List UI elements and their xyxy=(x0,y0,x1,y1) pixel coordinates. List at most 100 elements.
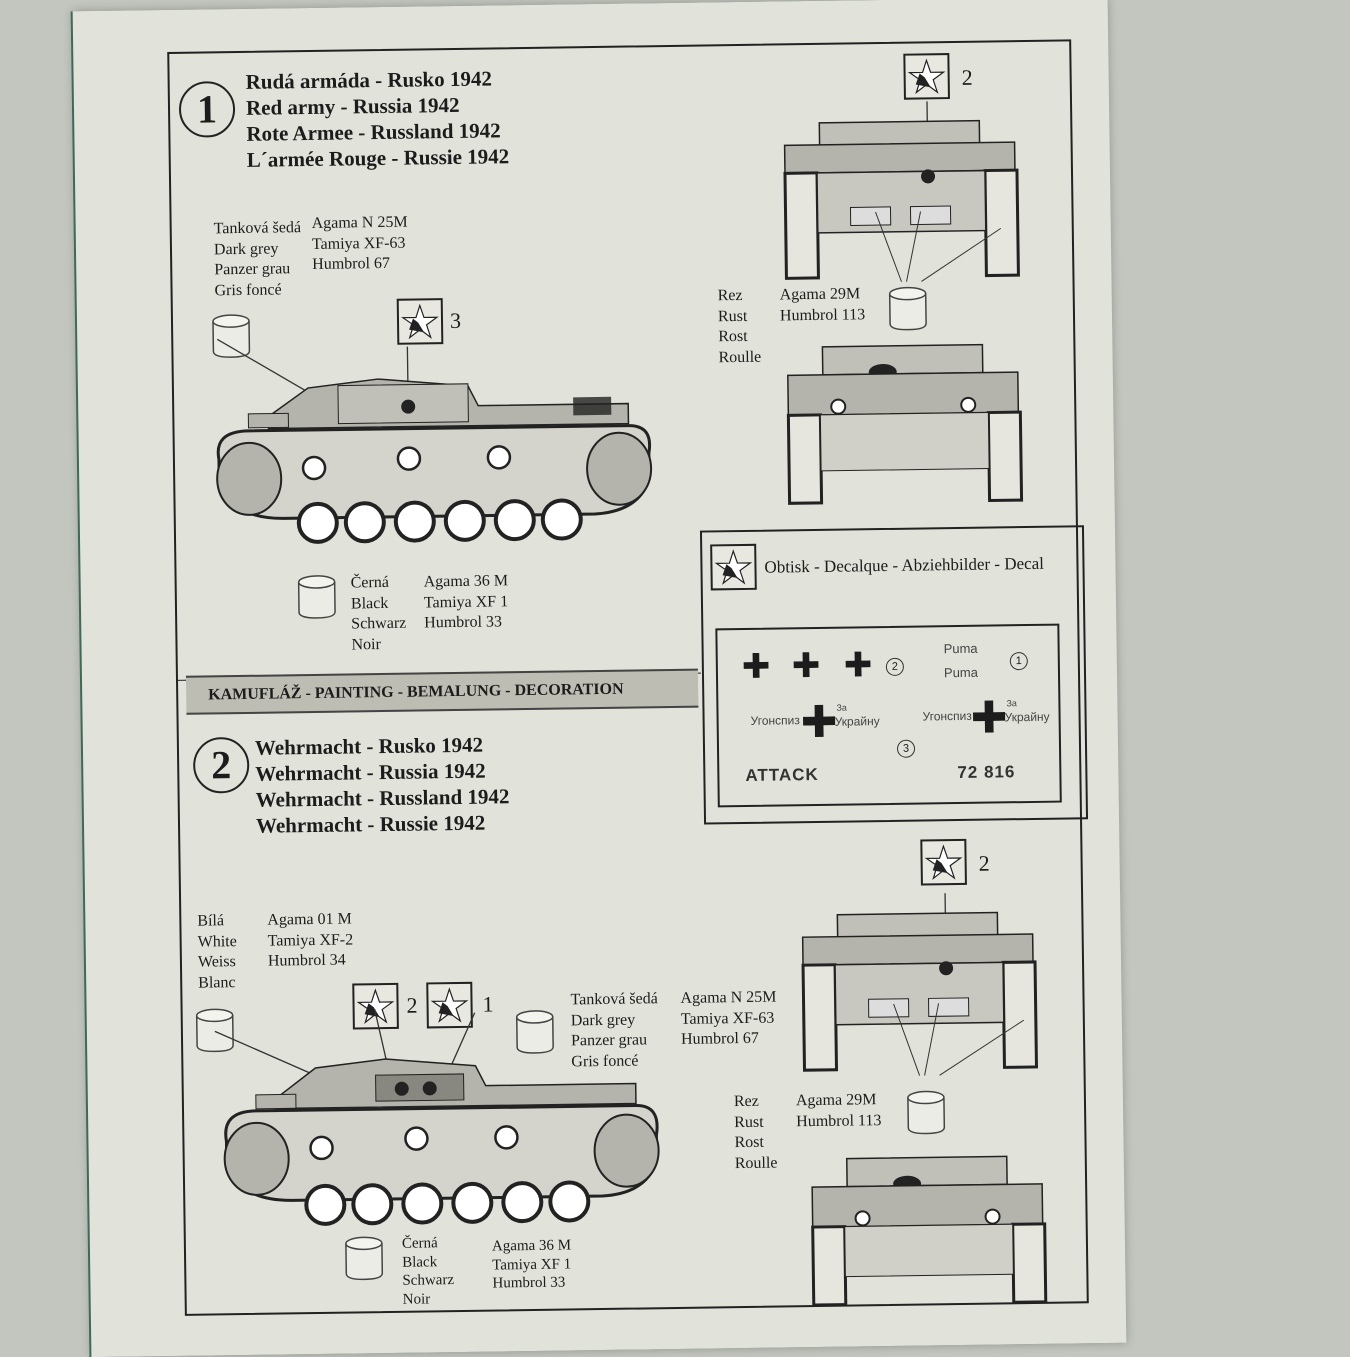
paint-name: Black xyxy=(402,1253,438,1271)
s2-black-paint-names: Černá Black Schwarz Noir xyxy=(402,1234,455,1309)
paint-name: Noir xyxy=(351,635,381,653)
tank-front-view xyxy=(783,101,1020,282)
paint-code: Tamiya XF-2 xyxy=(267,930,354,950)
section2-title-en: Wehrmacht - Russia 1942 xyxy=(255,758,486,786)
section1-title-cz: Rudá armáda - Rusko 1942 xyxy=(245,66,493,94)
decal-number-side: 3 xyxy=(449,307,462,334)
decal-panel: Obtisk - Decalque - Abziehbilder - Decal… xyxy=(699,525,1089,825)
s1-grey-paint-codes: Agama N 25M Tamiya XF-63 Humbrol 67 xyxy=(312,213,409,276)
paint-name: Tanková šedá xyxy=(570,990,658,1009)
paint-name: White xyxy=(197,932,237,951)
s2-rust-paint-names: Rez Rust Rost Roulle xyxy=(734,1092,778,1175)
tank-rear-view xyxy=(811,1155,1048,1307)
red-star-decal-icon xyxy=(426,981,473,1029)
s2-grey-paint-codes: Agama N 25M Tamiya XF-63 Humbrol 67 xyxy=(680,988,777,1051)
paint-name: Rez xyxy=(733,1092,759,1111)
paint-code: Agama 36 M xyxy=(491,1237,572,1255)
paint-code: Tamiya XF 1 xyxy=(492,1255,572,1274)
paint-code: Humbrol 33 xyxy=(424,613,503,632)
decal-index: 3 xyxy=(896,739,916,758)
decal-number-b: 1 xyxy=(482,991,494,1017)
red-star-decal-icon xyxy=(710,543,757,591)
red-star-decal-icon xyxy=(396,298,444,345)
balkenkreuz-icon: ✚ xyxy=(843,645,873,686)
s1-grey-paint-names: Tanková šedá Dark grey Panzer grau Gris … xyxy=(214,218,302,301)
section1-title-de: Rote Armee - Russland 1942 xyxy=(246,118,501,146)
paint-name: Černá xyxy=(401,1235,438,1252)
s2-white-paint-names: Bílá White Weiss Blanc xyxy=(197,911,237,994)
paint-name: Rust xyxy=(717,307,748,325)
paint-can-icon xyxy=(345,1236,384,1281)
s2-black-paint-codes: Agama 36 M Tamiya XF 1 Humbrol 33 xyxy=(492,1236,572,1293)
slogan-decal: Угонспиз xyxy=(922,708,972,724)
paint-code: Humbrol 34 xyxy=(267,951,346,970)
paint-name: Rost xyxy=(734,1133,764,1152)
paint-code: Agama N 25M xyxy=(680,988,777,1007)
paint-code: Tamiya XF 1 xyxy=(423,592,509,611)
slogan-decal: За xyxy=(836,702,847,713)
paint-can-icon xyxy=(888,286,927,331)
slogan-decal: Украйну xyxy=(834,714,880,729)
balkenkreuz-icon: ✚ xyxy=(741,646,771,688)
s1-rust-paint-codes: Agama 29M Humbrol 113 xyxy=(780,284,866,326)
slogan-decal: Угонспиз xyxy=(750,713,800,728)
section1-title-fr: L´armée Rouge - Russie 1942 xyxy=(246,144,510,172)
paint-code: Tamiya XF-63 xyxy=(680,1009,775,1028)
paint-code: Agama 29M xyxy=(779,285,861,304)
paint-name: Roulle xyxy=(718,348,762,366)
red-star-decal-icon xyxy=(903,53,950,100)
paint-name: Noir xyxy=(402,1290,431,1308)
decal-sheet: ✚ ✚ ✚ 2 Puma Puma 1 Угонспиз ✚ За Украйн… xyxy=(715,623,1062,808)
paint-name: Rust xyxy=(734,1113,764,1131)
paint-name: Dark grey xyxy=(213,239,279,258)
s1-black-paint-names: Černá Black Schwarz Noir xyxy=(351,573,407,656)
decal-number-a: 2 xyxy=(406,992,418,1018)
decal-index: 2 xyxy=(885,657,905,676)
paint-can-icon xyxy=(907,1090,946,1135)
section2-title-de: Wehrmacht - Russland 1942 xyxy=(255,784,510,812)
paint-code: Tamiya XF-63 xyxy=(311,234,406,253)
paint-name: Roulle xyxy=(734,1154,778,1172)
decal-number-front-2: 2 xyxy=(978,850,990,876)
paint-name: Panzer grau xyxy=(214,260,291,279)
paint-code: Humbrol 67 xyxy=(312,254,391,273)
tank-side-view xyxy=(214,1009,660,1226)
s1-black-paint-codes: Agama 36 M Tamiya XF 1 Humbrol 33 xyxy=(424,571,509,634)
paint-name: Rost xyxy=(718,327,748,346)
paint-name: Schwarz xyxy=(402,1272,455,1289)
paint-name: Black xyxy=(350,594,389,612)
instruction-sheet: 1 Rudá armáda - Rusko 1942 Red army - Ru… xyxy=(72,0,1127,1357)
tank-side-view xyxy=(216,338,653,544)
paint-code: Agama N 25M xyxy=(311,213,408,232)
paint-code: Humbrol 113 xyxy=(779,305,866,324)
paint-name: Dark grey xyxy=(570,1011,636,1029)
brand-name: ATTACK xyxy=(745,764,819,785)
balkenkreuz-icon: ✚ xyxy=(791,645,821,687)
paint-can-icon xyxy=(212,314,251,359)
red-star-decal-icon xyxy=(352,982,399,1030)
decal-panel-title: Obtisk - Decalque - Abziehbilder - Decal xyxy=(764,553,1045,577)
paint-name: Weiss xyxy=(197,953,236,971)
s1-rust-paint-names: Rez Rust Rost Roulle xyxy=(718,286,762,369)
kit-code: 72 816 xyxy=(957,762,1016,783)
paint-name: Rez xyxy=(717,286,743,305)
section2-title-fr: Wehrmacht - Russie 1942 xyxy=(255,810,486,838)
decal-number-front: 2 xyxy=(961,64,973,90)
decal-index: 1 xyxy=(1009,652,1028,671)
slogan-decal: За xyxy=(1006,698,1017,709)
paint-code: Humbrol 67 xyxy=(680,1029,759,1048)
puma-decal: Puma xyxy=(943,664,979,681)
s2-white-paint-codes: Agama 01 M Tamiya XF-2 Humbrol 34 xyxy=(267,909,353,972)
paint-code: Humbrol 113 xyxy=(796,1111,882,1130)
s2-rust-paint-codes: Agama 29M Humbrol 113 xyxy=(796,1090,882,1132)
tank-rear-view xyxy=(786,343,1024,505)
paint-name: Bílá xyxy=(197,912,225,930)
paint-name: Tanková šedá xyxy=(213,219,302,238)
section1-title-en: Red army - Russia 1942 xyxy=(245,92,460,120)
red-star-decal-icon xyxy=(920,838,967,886)
paint-code: Agama 36 M xyxy=(423,572,509,591)
paint-name: Schwarz xyxy=(351,614,407,633)
painting-banner: KAMUFLÁŽ - PAINTING - BEMALUNG - DECORAT… xyxy=(185,668,699,715)
balkenkreuz-icon: ✚ xyxy=(800,696,838,749)
paint-name: Gris foncé xyxy=(214,280,282,299)
